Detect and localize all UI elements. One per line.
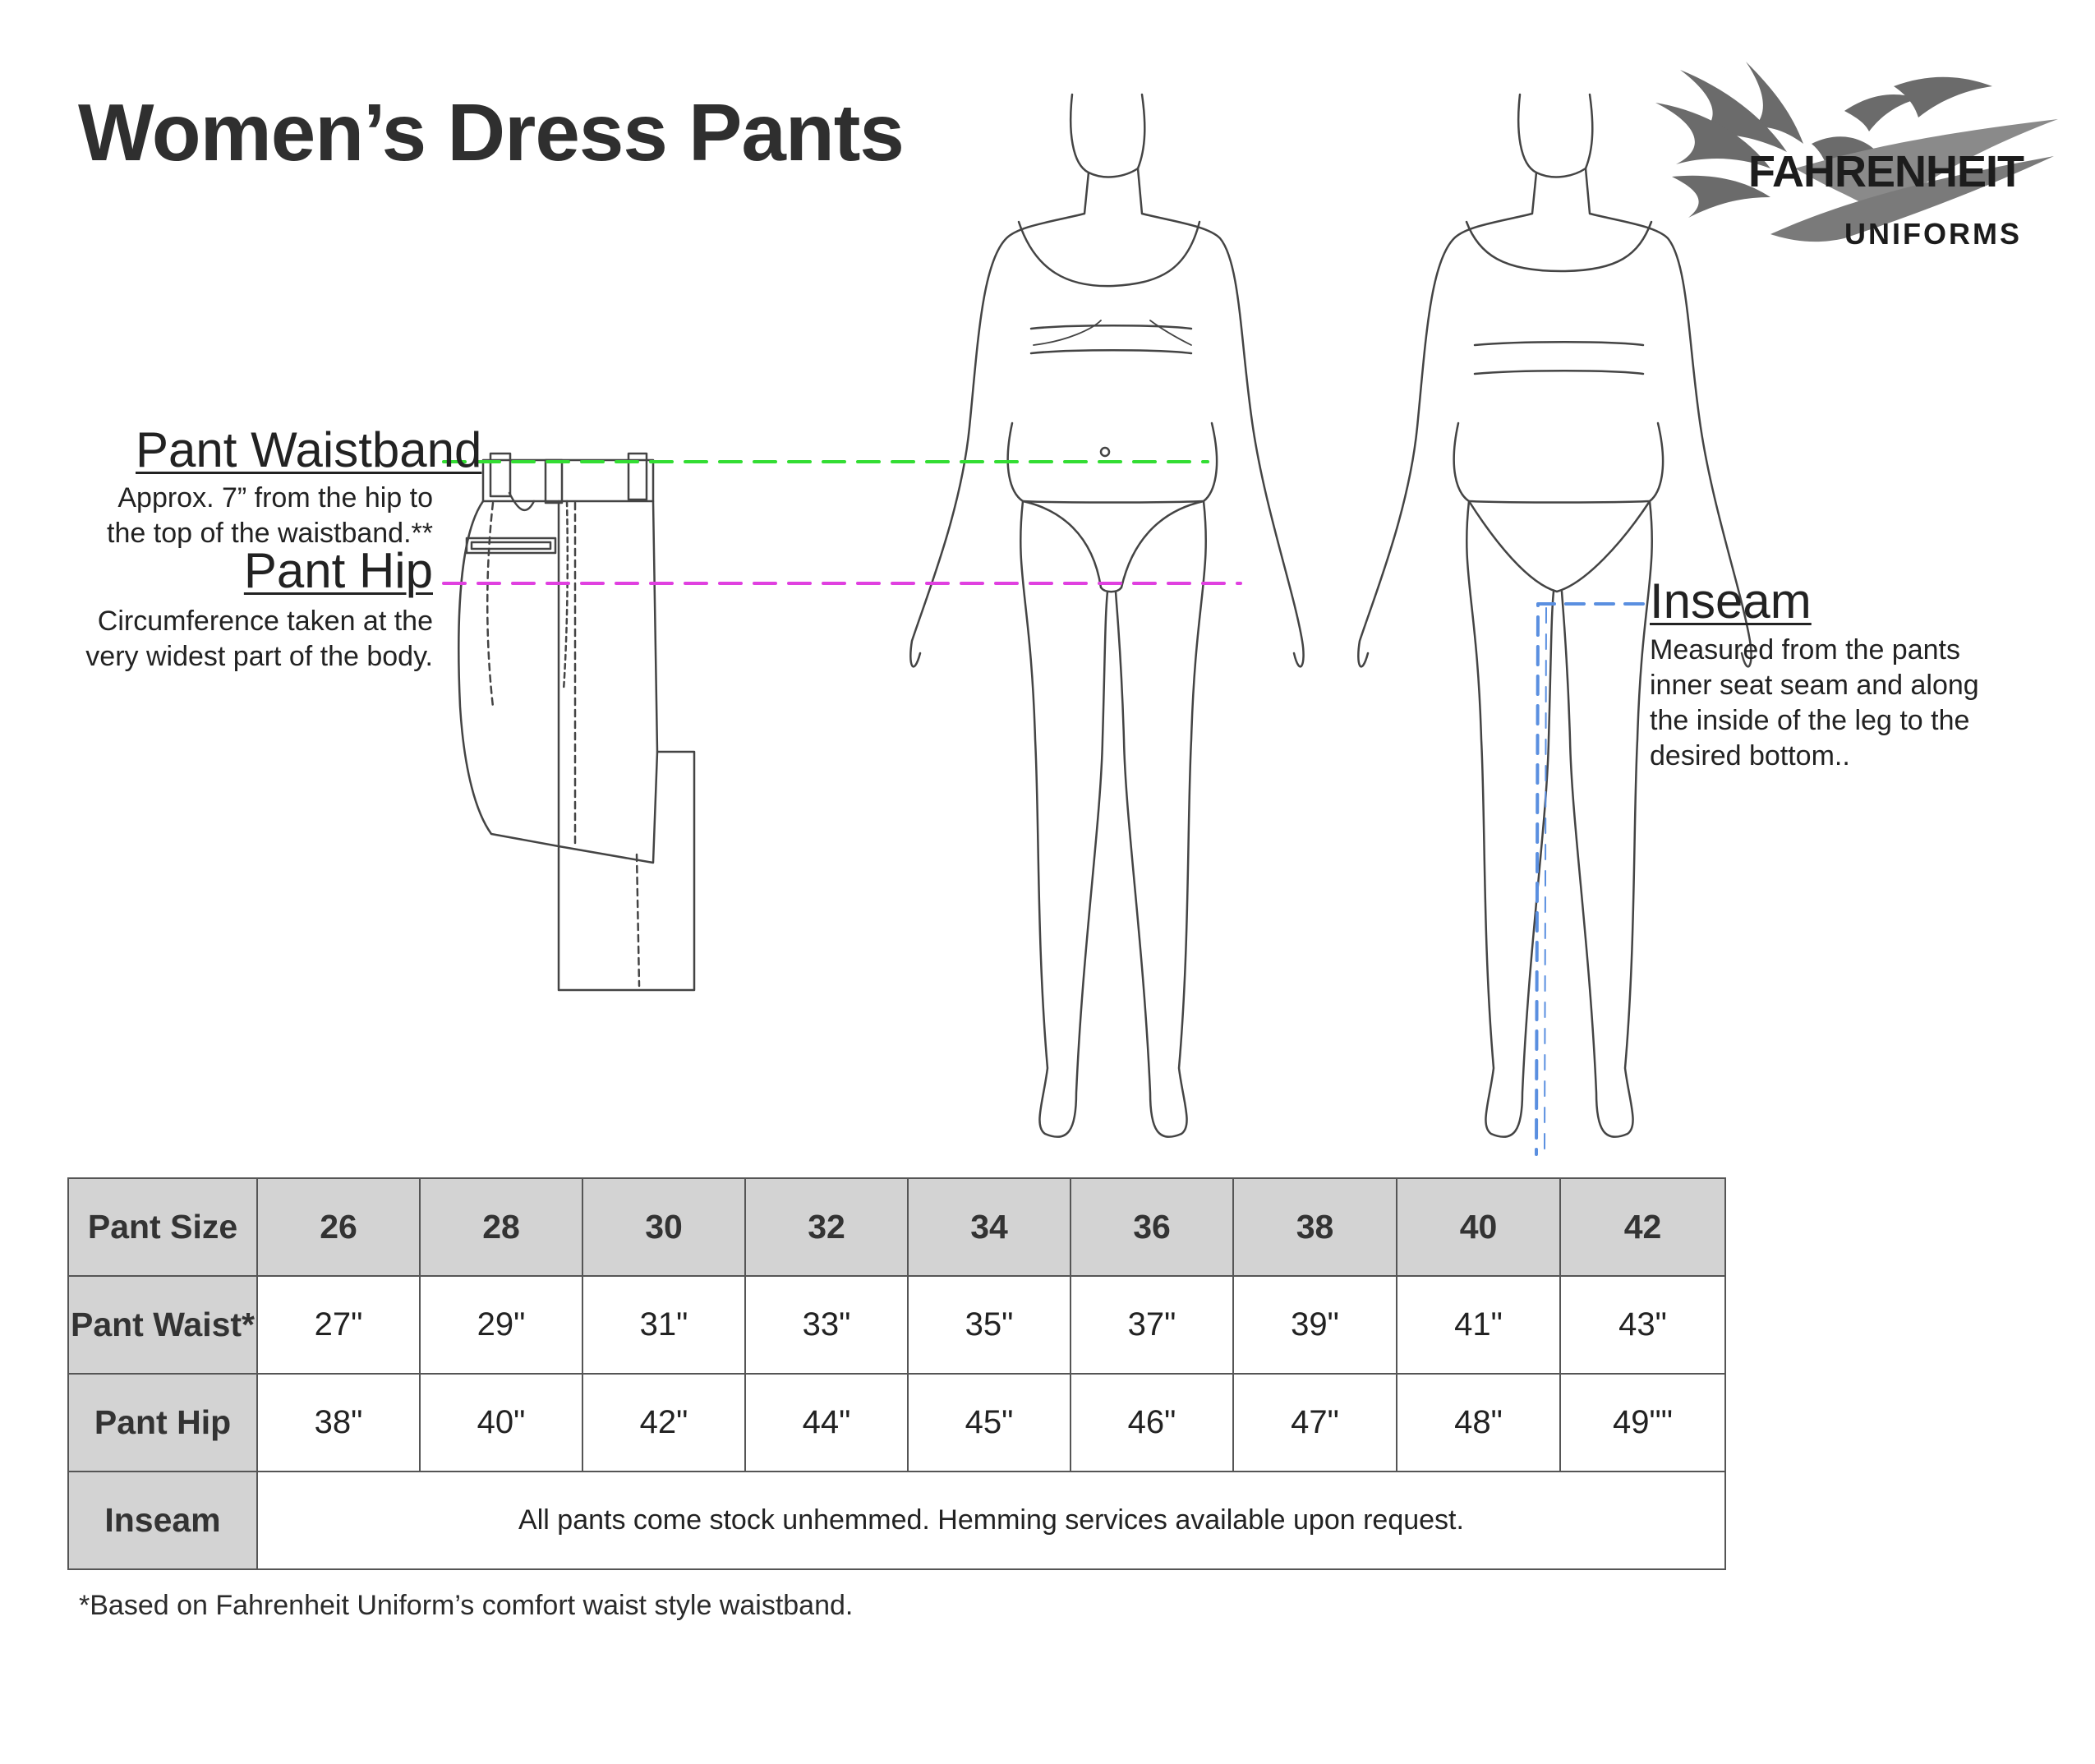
inseam-row: Inseam All pants come stock unhemmed. He…: [67, 1471, 1726, 1570]
size-chart-table: Pant Size 26 28 30 32 34 36 38 40 42 Pan…: [67, 1177, 1726, 1570]
hip-desc-1: Circumference taken at the: [97, 606, 433, 637]
waistband-desc-1: Approx. 7” from the hip to: [117, 482, 433, 514]
table-cell: 44": [744, 1373, 909, 1472]
header-pant-size: Pant Size: [67, 1177, 258, 1277]
table-cell: 29": [419, 1275, 583, 1375]
size-cell: 38: [1232, 1177, 1397, 1277]
waistband-desc-2: the top of the waistband.**: [107, 518, 433, 549]
size-cell: 30: [582, 1177, 746, 1277]
inseam-desc-1: Measured from the pants: [1650, 634, 1960, 666]
table-cell: 35": [907, 1275, 1071, 1375]
table-cell: 49"": [1559, 1373, 1726, 1472]
row-label-inseam: Inseam: [67, 1471, 258, 1570]
size-cell: 26: [256, 1177, 421, 1277]
size-cell: 36: [1070, 1177, 1234, 1277]
phoenix-icon: [1655, 62, 2058, 242]
front-figure: [909, 93, 1305, 1138]
size-cell: 32: [744, 1177, 909, 1277]
inseam-desc-3: the inside of the leg to the: [1650, 705, 1970, 736]
table-cell: 45": [907, 1373, 1071, 1472]
row-label-hip: Pant Hip: [67, 1373, 258, 1472]
size-cell: 34: [907, 1177, 1071, 1277]
hip-label: Pant Hip: [243, 543, 433, 598]
size-cell: 40: [1396, 1177, 1561, 1277]
table-cell: 40": [419, 1373, 583, 1472]
page-title: Women’s Dress Pants: [78, 87, 905, 177]
table-cell: 27": [256, 1275, 421, 1375]
inseam-line: [1535, 602, 1645, 1156]
table-cell: 39": [1232, 1275, 1397, 1375]
inseam-label: Inseam: [1650, 573, 1812, 629]
hip-row: Pant Hip 38" 40" 42" 44" 45" 46" 47" 48"…: [67, 1373, 1726, 1472]
table-cell: 38": [256, 1373, 421, 1472]
table-cell: 37": [1070, 1275, 1234, 1375]
size-cell: 42: [1559, 1177, 1726, 1277]
table-cell: 48": [1396, 1373, 1561, 1472]
waistband-label: Pant Waistband: [136, 422, 482, 477]
footnote: *Based on Fahrenheit Uniform’s comfort w…: [79, 1590, 854, 1621]
table-cell: 31": [582, 1275, 746, 1375]
table-cell: 42": [582, 1373, 746, 1472]
inseam-desc-2: inner seat seam and along: [1650, 670, 1979, 701]
logo-text-fahrenheit: FAHRENHEIT: [1748, 147, 2024, 196]
table-cell: 43": [1559, 1275, 1726, 1375]
measurement-illustration: [442, 93, 1752, 1156]
logo-text-uniforms: UNIFORMS: [1844, 217, 2022, 251]
table-cell: 33": [744, 1275, 909, 1375]
size-header-row: Pant Size 26 28 30 32 34 36 38 40 42: [67, 1177, 1726, 1277]
waist-row: Pant Waist* 27" 29" 31" 33" 35" 37" 39" …: [67, 1275, 1726, 1375]
size-cell: 28: [419, 1177, 583, 1277]
back-figure: [1357, 93, 1752, 1138]
table-cell: 41": [1396, 1275, 1561, 1375]
inseam-desc-4: desired bottom..: [1650, 740, 1850, 771]
pants-sketch: [458, 452, 696, 992]
table-cell: 47": [1232, 1373, 1397, 1472]
inseam-note: All pants come stock unhemmed. Hemming s…: [256, 1471, 1726, 1570]
row-label-waist: Pant Waist*: [67, 1275, 258, 1375]
hip-desc-2: very widest part of the body.: [85, 641, 433, 672]
table-cell: 46": [1070, 1373, 1234, 1472]
